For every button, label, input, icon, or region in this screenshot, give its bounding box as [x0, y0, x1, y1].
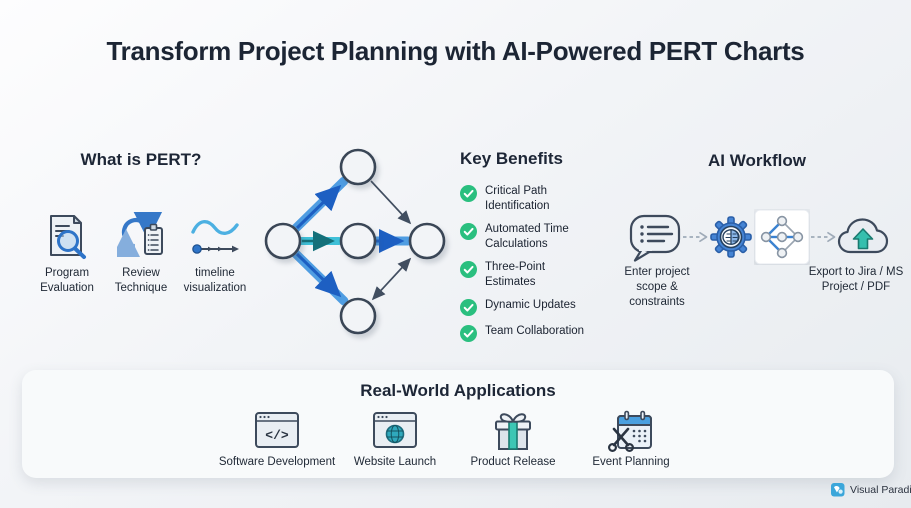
node-end [408, 222, 446, 260]
pert-item-label: Review Technique [114, 267, 168, 294]
applications-items: </> Software Development Websit [218, 408, 690, 470]
pert-item-review-technique: Review Technique [104, 212, 178, 296]
section-what-is-pert: What is PERT? Program Evaluation [30, 150, 252, 296]
benefit-item: Team Collaboration [460, 324, 610, 342]
node-middle [339, 222, 377, 260]
benefit-label: Automated Time Calculations [485, 222, 569, 250]
benefit-label: Three-Point Estimates [485, 260, 546, 288]
ai-workflow-heading: AI Workflow [708, 151, 806, 170]
node-top [339, 148, 377, 186]
edge-top-end [370, 180, 412, 225]
cloud-upload-icon [836, 215, 890, 264]
svg-text:</>: </> [265, 428, 289, 443]
benefit-label: Dynamic Updates [485, 298, 576, 311]
app-item-label: Product Release [470, 456, 556, 468]
app-item-label: Website Launch [353, 456, 437, 468]
calendar-scissors-icon [606, 408, 656, 452]
key-benefits-heading: Key Benefits [460, 149, 563, 168]
section-ai-workflow: AI Workflow [624, 151, 903, 308]
node-bottom [339, 297, 377, 335]
brand-name: Visual Paradigm [850, 484, 911, 496]
check-icon [460, 222, 477, 240]
pert-network-diagram [255, 133, 460, 373]
visual-paradigm-logo-icon [831, 483, 845, 497]
app-item-event-planning: Event Planning [572, 408, 690, 470]
benefit-item: Critical Path Identification [460, 184, 610, 214]
app-item-label: Event Planning [592, 456, 670, 468]
app-item-product-release: Product Release [454, 408, 572, 470]
benefit-label: Critical Path Identification [485, 185, 550, 212]
cycle-clipboard-icon [117, 212, 165, 260]
check-icon [460, 260, 477, 278]
benefit-item: Three-Point Estimates [460, 260, 610, 290]
pert-item-label: timeline visualization [183, 267, 247, 294]
app-item-website-launch: Website Launch [336, 408, 454, 470]
check-icon [460, 185, 477, 202]
workflow-output-label: Export to Jira / MS Project / PDF [808, 266, 904, 293]
node-start [264, 222, 302, 260]
document-magnifier-icon [43, 212, 91, 260]
benefit-item: Dynamic Updates [460, 298, 610, 316]
check-icon [460, 324, 477, 342]
section-key-benefits: Key Benefits Critical Path Identificatio… [460, 149, 610, 350]
edge-bottom-end [371, 257, 412, 301]
code-window-icon: </> [254, 408, 300, 452]
page-title: Transform Project Planning with AI-Power… [106, 36, 805, 66]
gear-brain-icon [708, 214, 754, 265]
mini-pert-chart-icon [754, 209, 810, 270]
globe-window-icon [372, 408, 418, 452]
brand-watermark: Visual Paradigm [831, 483, 911, 497]
gift-box-icon [489, 408, 537, 452]
app-item-software-development: </> Software Development [218, 408, 336, 470]
pert-item-timeline-visualization: timeline visualization [178, 212, 252, 296]
check-icon [460, 298, 477, 316]
workflow-input-label: Enter project scope & constraints [624, 266, 690, 308]
pert-item-label: Program Evaluation [40, 267, 94, 294]
timeline-wave-icon [188, 212, 242, 260]
pert-item-program-evaluation: Program Evaluation [30, 212, 104, 296]
dashed-arrow-icon [682, 230, 708, 249]
benefit-item: Automated Time Calculations [460, 222, 610, 252]
section-applications-card: Real-World Applications </> Software Dev… [22, 370, 894, 478]
benefit-label: Team Collaboration [485, 324, 585, 337]
what-is-pert-items: Program Evaluation [30, 212, 252, 296]
what-is-pert-heading: What is PERT? [80, 150, 202, 169]
ai-workflow-steps [628, 209, 889, 270]
speech-bubble-list-icon [628, 211, 682, 268]
dashed-arrow-icon [810, 230, 836, 249]
applications-heading: Real-World Applications [360, 381, 556, 400]
app-item-label: Software Development [218, 456, 336, 468]
